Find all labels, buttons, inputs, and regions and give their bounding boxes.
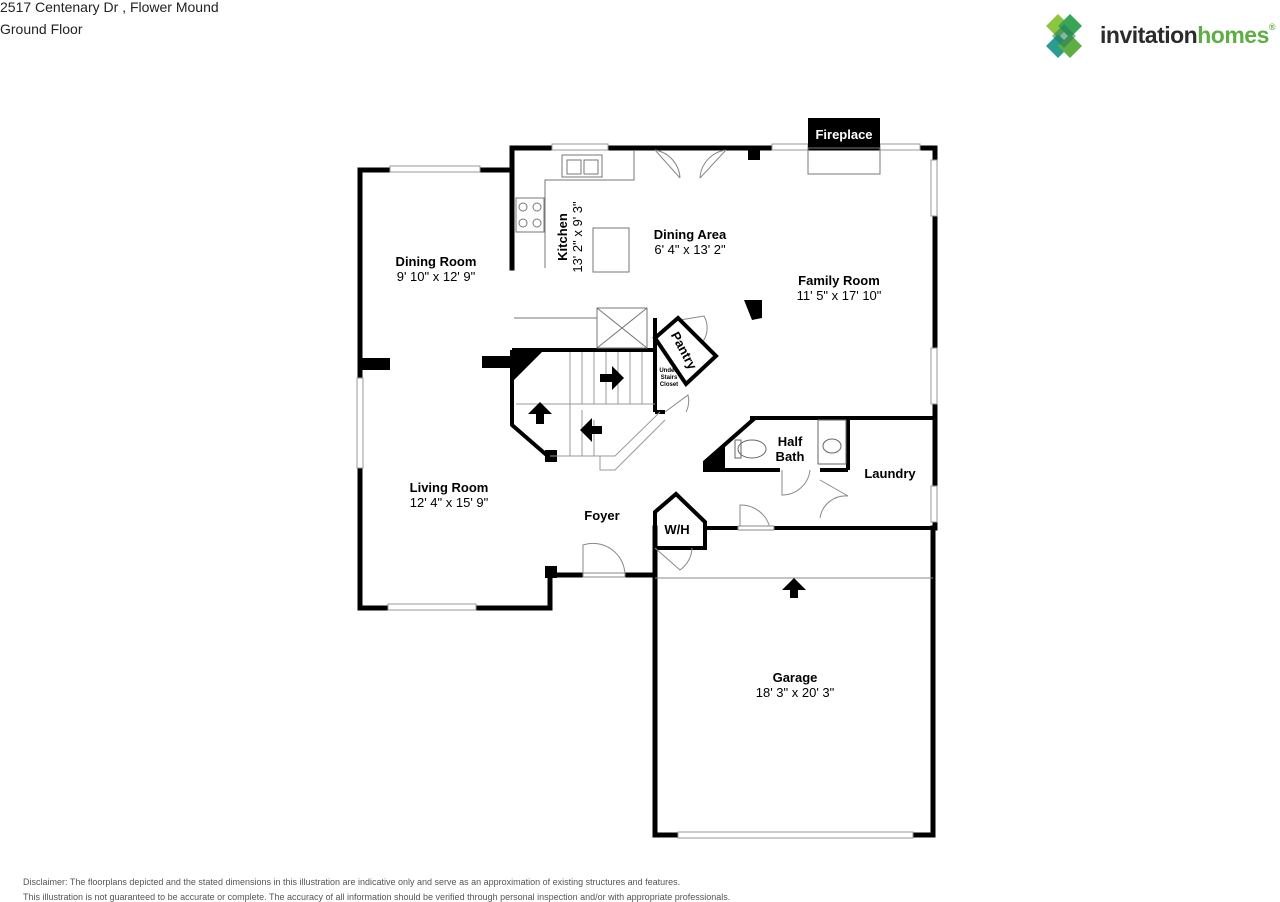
logo-word-homes: homes: [1197, 22, 1269, 48]
room-name: Living Room: [409, 480, 489, 495]
room-dims: 18' 3" x 20' 3": [755, 685, 835, 700]
floor-label: Ground Floor: [0, 21, 83, 37]
room-garage: Garage 18' 3" x 20' 3": [756, 670, 835, 700]
right-arrow-icon: [600, 366, 624, 390]
logo-mark-icon: [1046, 14, 1082, 58]
room-dims: 9' 10" x 12' 9": [396, 269, 476, 284]
room-laundry: Laundry: [864, 466, 915, 481]
room-living-room: Living Room 12' 4" x 15' 9": [410, 480, 489, 510]
fireplace-hearth: [807, 147, 881, 175]
room-foyer: Foyer: [584, 508, 619, 523]
room-name: W/H: [664, 522, 690, 537]
fireplace-box: [808, 118, 880, 148]
room-fireplace: Fireplace: [815, 127, 872, 142]
disclaimer-line-1: Disclaimer: The floorplans depicted and …: [23, 877, 681, 887]
room-name-line2: Bath: [775, 449, 805, 464]
room-half-bath: Half Bath: [776, 434, 805, 464]
room-name: Foyer: [584, 508, 620, 523]
room-name: Dining Room: [395, 254, 477, 269]
room-dining-area: Dining Area 6' 4" x 13' 2": [654, 227, 726, 257]
left-arrow-icon: [580, 418, 602, 442]
arrows: [528, 366, 806, 598]
room-dims: 12' 4" x 15' 9": [409, 495, 489, 510]
room-family-room: Family Room 11' 5" x 17' 10": [797, 273, 882, 303]
brand-logo: invitationhomes®: [1044, 12, 1280, 60]
room-under-stairs-closet: Under- Stairs Closet: [659, 368, 678, 389]
interior-walls: [510, 318, 935, 550]
room-name: Kitchen: [555, 213, 570, 261]
room-dims: 11' 5" x 17' 10": [796, 288, 882, 303]
up-arrow-icon: [528, 402, 552, 424]
room-name-line1: Under-: [659, 368, 679, 374]
room-name-line1: Half: [777, 434, 803, 449]
room-name-line3: Closet: [659, 382, 679, 388]
logo-registered-mark: ®: [1268, 22, 1276, 32]
disclaimer-line-2: This illustration is not guaranteed to b…: [23, 892, 731, 902]
room-dims: 6' 4" x 13' 2": [654, 242, 726, 257]
bath-fixtures: [734, 419, 847, 465]
kitchen-fixtures: [514, 150, 648, 349]
windows: [356, 143, 938, 839]
room-name: Garage: [772, 670, 818, 685]
room-name: Family Room: [798, 273, 880, 288]
wall-stubs: [360, 148, 762, 578]
room-name: Dining Area: [653, 227, 727, 242]
room-wh: W/H: [664, 522, 689, 537]
room-name: Laundry: [864, 466, 916, 481]
logo-wordmark: invitationhomes®: [1100, 22, 1276, 49]
room-name: Fireplace: [815, 127, 873, 142]
room-kitchen: Kitchen 13' 2" x 9' 3": [555, 201, 585, 272]
doors: [582, 149, 933, 579]
garage-up-arrow-icon: [782, 578, 806, 598]
pantry-closet: [652, 315, 719, 388]
logo-word-invitation: invitation: [1100, 22, 1198, 48]
room-dining-room: Dining Room 9' 10" x 12' 9": [396, 254, 477, 284]
property-address: 2517 Centenary Dr , Flower Mound: [0, 0, 219, 15]
room-name-line2: Stairs: [660, 375, 678, 381]
room-dims: 13' 2" x 9' 3": [570, 201, 585, 273]
